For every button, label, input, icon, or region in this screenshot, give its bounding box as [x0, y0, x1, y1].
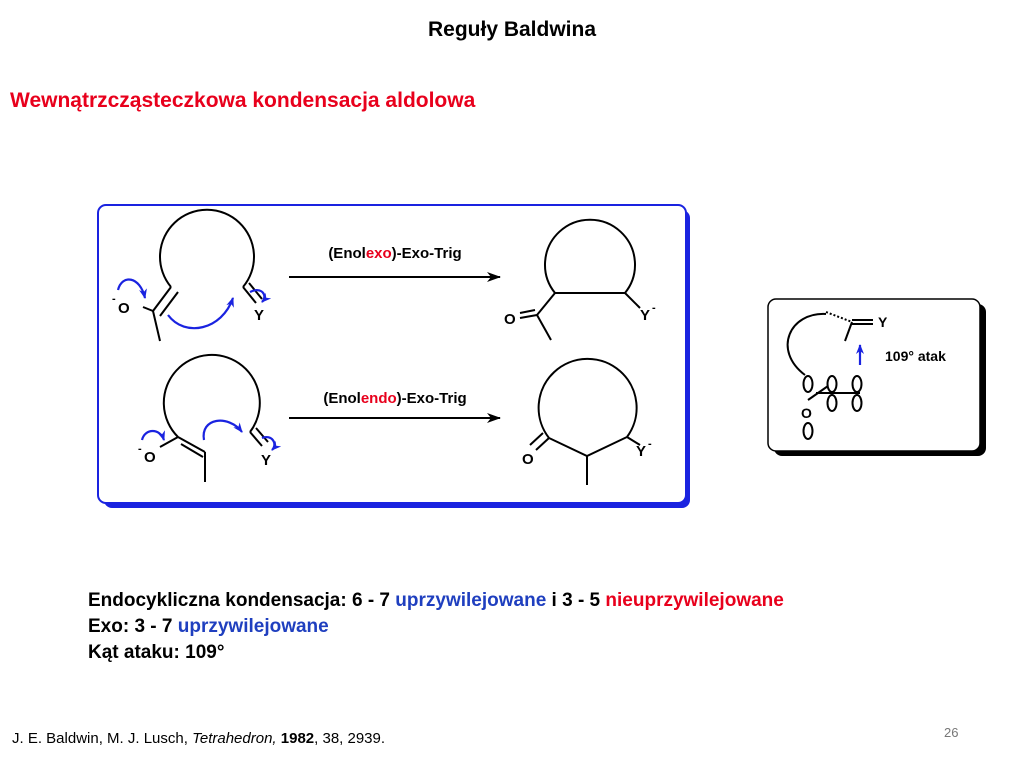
svg-text:Y: Y	[254, 307, 264, 324]
reaction1-electron-arrows	[116, 278, 272, 330]
reaction2-reactant-labels: - O Y	[138, 443, 271, 469]
svg-text:-: -	[138, 443, 142, 455]
reaction1-reactant	[142, 208, 263, 342]
svg-text:Y: Y	[636, 443, 646, 460]
reaction1-product	[519, 218, 641, 341]
reaction2-reactant	[159, 353, 269, 482]
notes-block: Endocykliczna kondensacja: 6 - 7 uprzywi…	[88, 588, 784, 666]
favored-label: uprzywilejowane	[395, 590, 547, 611]
attack-inset-panel	[767, 298, 986, 456]
attack-inset-labels: Y O 109° atak	[801, 314, 946, 421]
svg-text:-: -	[112, 293, 116, 305]
citation-year: 1982	[280, 730, 315, 747]
slide-title: Reguły Baldwina	[427, 18, 597, 41]
svg-text:O: O	[801, 405, 812, 421]
svg-text:109° atak: 109° atak	[885, 348, 946, 364]
reaction2-product	[529, 357, 641, 485]
svg-text:Y: Y	[878, 314, 888, 330]
svg-text:O: O	[522, 451, 534, 468]
reaction1-label: (Enolexo)-Exo-Trig	[328, 245, 461, 262]
slide-subtitle: Wewnątrzcząsteczkowa kondensacja aldolow…	[10, 89, 476, 112]
notes-line-exo: Exo: 3 - 7 uprzywilejowane	[88, 616, 329, 637]
svg-text:Y: Y	[640, 307, 650, 324]
svg-text:-: -	[652, 302, 656, 314]
notes-line-endocyclic: Endocykliczna kondensacja: 6 - 7 uprzywi…	[88, 590, 784, 611]
svg-text:O: O	[118, 300, 130, 317]
attack-inset-drawing	[786, 311, 873, 440]
svg-text:Y: Y	[261, 452, 271, 469]
svg-text:O: O	[504, 311, 516, 328]
citation-journal: Tetrahedron,	[192, 730, 277, 747]
favored-label: uprzywilejowane	[177, 616, 329, 637]
disfavored-label: nieuprzywilejowane	[605, 590, 784, 611]
reaction2-label: (Enolendo)-Exo-Trig	[323, 390, 466, 407]
reaction2-product-labels: O Y -	[522, 438, 652, 468]
svg-text:O: O	[144, 449, 156, 466]
page-number: 26	[944, 725, 959, 740]
reaction1-reactant-labels: - O Y	[112, 293, 264, 324]
svg-text:-: -	[648, 438, 652, 450]
notes-line-angle: Kąt ataku: 109°	[88, 642, 225, 663]
reaction2-electron-arrows	[140, 419, 282, 451]
reaction1-product-labels: O Y -	[504, 302, 656, 328]
citation: J. E. Baldwin, M. J. Lusch, Tetrahedron,…	[12, 730, 386, 747]
